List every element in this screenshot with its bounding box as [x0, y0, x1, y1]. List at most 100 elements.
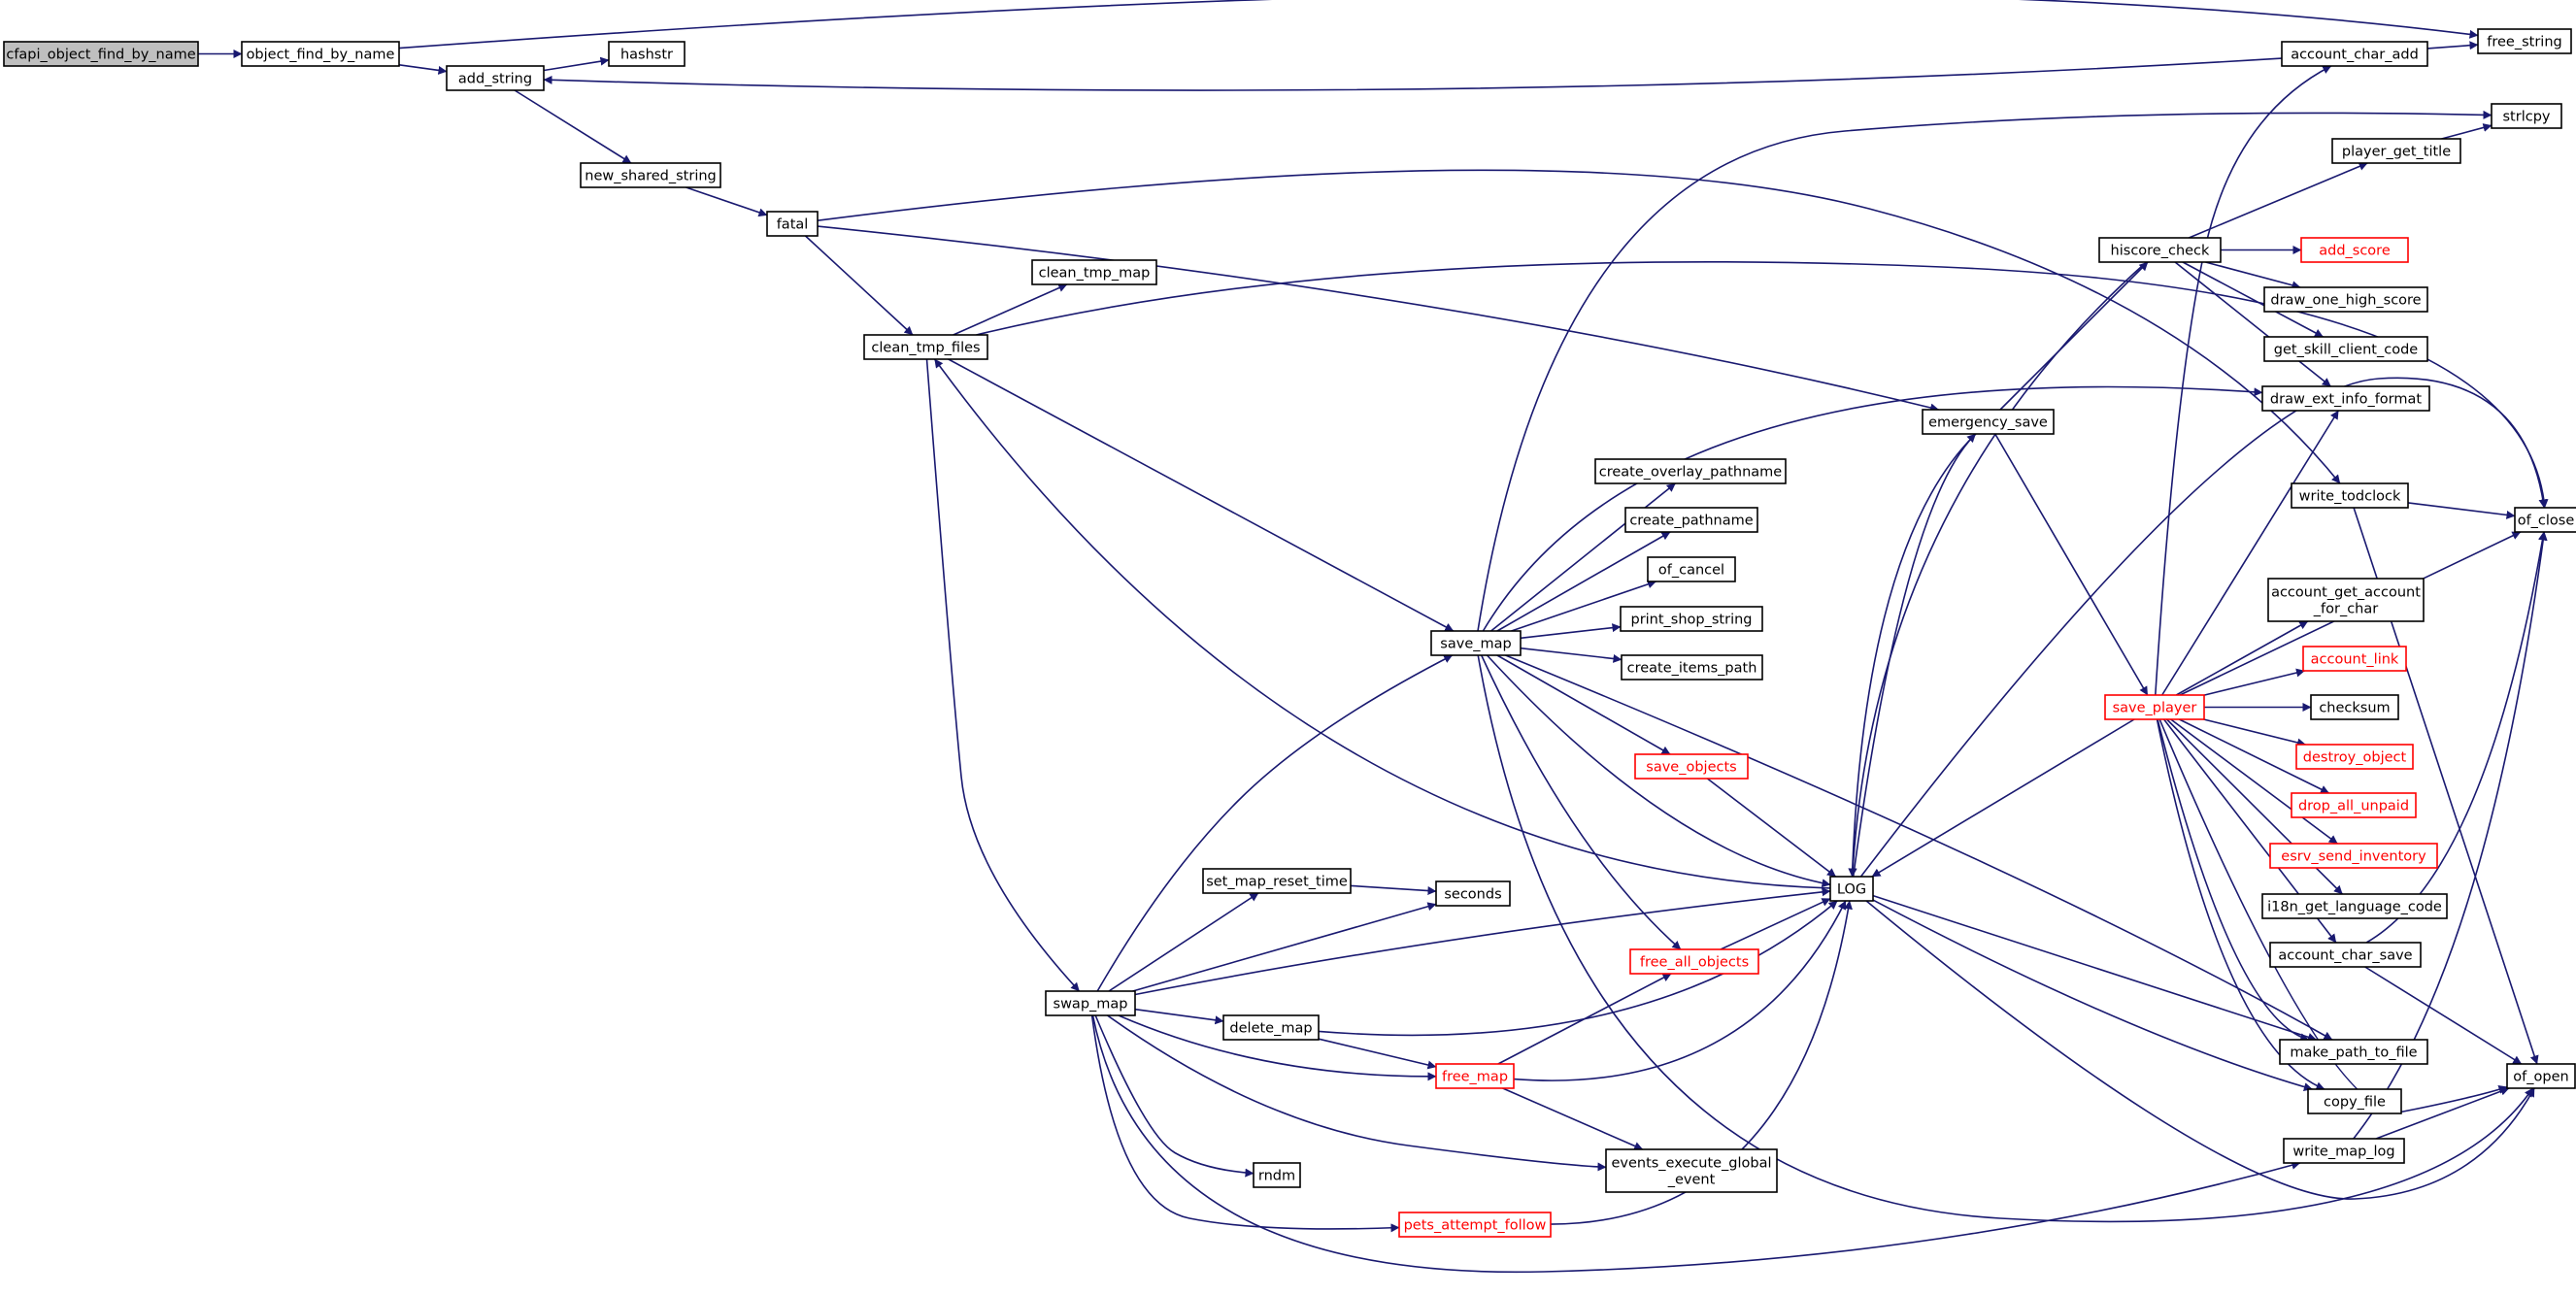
- call-edge-swap_map-to-pets_attempt_follow: [1090, 1014, 1400, 1233]
- call-edge-save_map-to-draw_ext_info_format: [1482, 385, 2263, 632]
- function-node-fatal[interactable]: fatal: [766, 211, 819, 237]
- node-box: [1202, 868, 1352, 894]
- call-edge-hiscore_check-to-draw_one_high_score: [2205, 261, 2301, 290]
- node-label: object_find_by_name: [247, 48, 395, 63]
- function-node-strlcpy[interactable]: strlcpy: [2491, 103, 2562, 129]
- function-node-object-find-by-name[interactable]: object_find_by_name: [241, 41, 400, 67]
- function-node-add-string[interactable]: add_string: [446, 65, 545, 91]
- node-label: free_all_objects: [1640, 955, 1749, 971]
- function-node-of-close[interactable]: of_close: [2514, 507, 2576, 533]
- function-node-delete-map[interactable]: delete_map: [1222, 1014, 1320, 1041]
- node-label: rndm: [1258, 1169, 1295, 1184]
- node-label: swap_map: [1054, 997, 1128, 1013]
- function-node-add-score[interactable]: add_score: [2300, 237, 2409, 263]
- call-edge-LOG-to-of_open: [1865, 900, 2535, 1200]
- call-edge-object_find_by_name-to-add_string: [398, 64, 448, 75]
- function-node-emergency-save[interactable]: emergency_save: [1922, 409, 2055, 435]
- node-box: [2263, 286, 2428, 313]
- node-label: account_link: [2311, 652, 2399, 668]
- function-node-account-link[interactable]: account_link: [2302, 646, 2407, 672]
- call-edge-swap_map-to-save_map: [1096, 654, 1454, 992]
- function-node-of-open[interactable]: of_open: [2506, 1063, 2576, 1089]
- function-node-esrv-send-inventory[interactable]: esrv_send_inventory: [2269, 843, 2438, 869]
- function-node-write-map-log[interactable]: write_map_log: [2283, 1138, 2405, 1164]
- node-label: destroy_object: [2303, 750, 2407, 766]
- function-node-drop-all-unpaid[interactable]: drop_all_unpaid: [2291, 792, 2417, 818]
- node-label: clean_tmp_files: [871, 341, 980, 356]
- function-node-print-shop-string[interactable]: print_shop_string: [1620, 606, 1763, 632]
- function-node-create-pathname[interactable]: create_pathname: [1624, 507, 1758, 533]
- node-label: create_pathname: [1629, 514, 1753, 529]
- node-box: [2491, 103, 2562, 129]
- node-box: [2477, 28, 2572, 54]
- node-box: [1620, 606, 1763, 632]
- node-box: [2279, 1039, 2428, 1065]
- call-edge-swap_map-to-write_map_log: [1091, 1014, 2301, 1274]
- function-node-pets-attempt-follow[interactable]: pets_attempt_follow: [1398, 1212, 1552, 1238]
- function-node-events-execute-global-event[interactable]: events_execute_global_event: [1605, 1148, 1778, 1193]
- function-node-clean-tmp-map[interactable]: clean_tmp_map: [1031, 259, 1157, 285]
- function-node-draw-one-high-score[interactable]: draw_one_high_score: [2263, 286, 2428, 313]
- function-node-hashstr[interactable]: hashstr: [608, 41, 686, 67]
- function-node-swap-map[interactable]: swap_map: [1045, 990, 1136, 1016]
- function-node-player-get-title[interactable]: player_get_title: [2331, 138, 2461, 164]
- call-edge-pets_attempt_follow-to-LOG: [1550, 900, 1853, 1225]
- function-node-new-shared-string[interactable]: new_shared_string: [580, 162, 721, 188]
- function-node-hiscore-check[interactable]: hiscore_check: [2098, 237, 2222, 263]
- call-edge-LOG-to-emergency_save: [1852, 433, 1977, 878]
- function-node-make-path-to-file[interactable]: make_path_to_file: [2279, 1039, 2428, 1065]
- function-node-free-map[interactable]: free_map: [1435, 1063, 1515, 1089]
- node-box: [2263, 336, 2428, 362]
- call-edge-free_map-to-free_all_objects: [1497, 973, 1672, 1065]
- node-box: [1253, 1162, 1301, 1188]
- call-edge-save_player-to-draw_ext_info_format: [2161, 410, 2339, 696]
- node-label: delete_map: [1229, 1021, 1312, 1037]
- function-node-checksum[interactable]: checksum: [2310, 694, 2399, 720]
- call-edge-swap_map-to-events_execute_global_event: [1107, 1014, 1607, 1172]
- function-node-free-string[interactable]: free_string: [2477, 28, 2572, 54]
- function-node-seconds[interactable]: seconds: [1435, 880, 1511, 907]
- function-node-i18n-get-language-code[interactable]: i18n_get_language_code: [2261, 893, 2448, 919]
- function-node-save-map[interactable]: save_map: [1430, 630, 1522, 656]
- node-label: LOG: [1837, 882, 1866, 898]
- call-edge-clean_tmp_files-to-save_map: [948, 358, 1455, 632]
- function-node-LOG[interactable]: LOG: [1829, 876, 1874, 902]
- function-node-account-char-add[interactable]: account_char_add: [2281, 41, 2428, 67]
- call-edge-write_map_log-to-of_close: [2353, 531, 2548, 1140]
- node-label: account_get_account: [2271, 585, 2421, 601]
- call-edge-swap_map-to-free_map: [1118, 1014, 1437, 1081]
- function-node-of-cancel[interactable]: of_cancel: [1647, 556, 1736, 582]
- call-edge-save_map-to-strlcpy: [1477, 110, 2492, 632]
- function-node-save-objects[interactable]: save_objects: [1634, 753, 1749, 780]
- node-box: [766, 211, 819, 237]
- function-node-set-map-reset-time[interactable]: set_map_reset_time: [1202, 868, 1352, 894]
- node-label: copy_file: [2324, 1095, 2386, 1111]
- function-node-free-all-objects[interactable]: free_all_objects: [1629, 948, 1759, 975]
- function-node-create-items-path[interactable]: create_items_path: [1621, 654, 1763, 681]
- node-box: [1031, 259, 1157, 285]
- call-edge-save_player-to-account_get_account_for_char: [2175, 620, 2309, 696]
- call-edge-save_objects-to-LOG: [1706, 778, 1837, 878]
- function-node-destroy-object[interactable]: destroy_object: [2295, 744, 2414, 770]
- node-box: [1624, 507, 1758, 533]
- node-label: make_path_to_file: [2290, 1046, 2417, 1061]
- function-node-create-overlay-pathname[interactable]: create_overlay_pathname: [1594, 458, 1787, 484]
- node-box: [2291, 792, 2417, 818]
- function-node-write-todclock[interactable]: write_todclock: [2291, 482, 2409, 509]
- node-box: [1629, 948, 1759, 975]
- function-node-copy-file[interactable]: copy_file: [2307, 1088, 2402, 1114]
- call-edge-add_string-to-hashstr: [543, 56, 610, 72]
- function-node-clean-tmp-files[interactable]: clean_tmp_files: [863, 334, 988, 360]
- node-label: _for_char: [2313, 602, 2378, 617]
- function-node-account-char-save[interactable]: account_char_save: [2269, 942, 2422, 968]
- node-box: [608, 41, 686, 67]
- node-label: add_string: [458, 72, 532, 87]
- function-node-draw-ext-info-format[interactable]: draw_ext_info_format: [2261, 385, 2430, 412]
- node-box: [446, 65, 545, 91]
- function-node-get-skill-client-code[interactable]: get_skill_client_code: [2263, 336, 2428, 362]
- function-node-save-player[interactable]: save_player: [2104, 694, 2205, 720]
- function-node-account-get-account-for-char[interactable]: account_get_account_for_char: [2267, 578, 2425, 622]
- function-node-rndm[interactable]: rndm: [1253, 1162, 1301, 1188]
- function-node-cfapi-object-find-by-name[interactable]: cfapi_object_find_by_name: [3, 41, 199, 67]
- node-label: account_char_save: [2278, 948, 2412, 964]
